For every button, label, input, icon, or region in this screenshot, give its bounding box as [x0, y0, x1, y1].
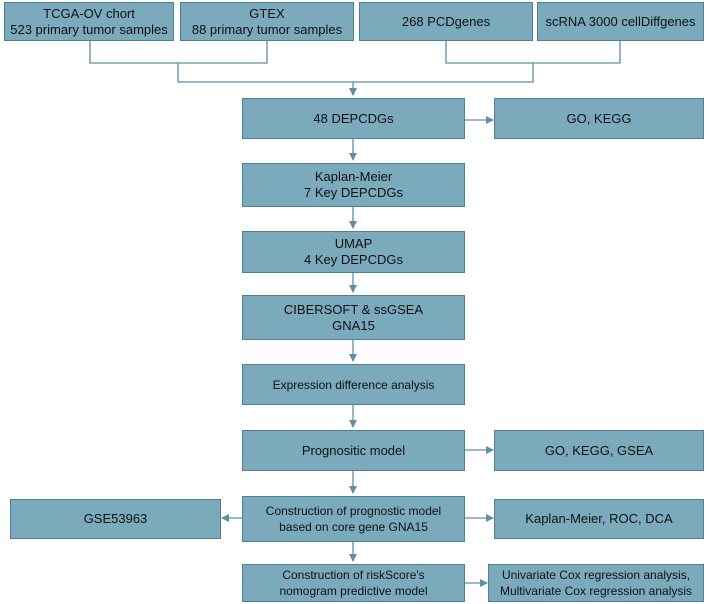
- gtex-line1: GTEX: [249, 5, 285, 21]
- tcga-line2: 523 primary tumor samples: [10, 21, 168, 37]
- depcdgs-48-box: 48 DEPCDGs: [242, 98, 465, 139]
- depcdgs48-line1: 48 DEPCDGs: [313, 110, 394, 126]
- construction-prognostic-model-box: Construction of prognostic model based o…: [242, 496, 465, 542]
- kaplan-meier-7-box: Kaplan-Meier 7 Key DEPCDGs: [242, 163, 465, 207]
- cox-line2: Multivariate Cox regression analysis: [499, 584, 693, 598]
- expr-diff-line1: Expression difference analysis: [272, 377, 435, 392]
- km-roc-dca-line1: Kaplan-Meier, ROC, DCA: [525, 511, 673, 526]
- nomogram-line1: Construction of riskScore's: [282, 568, 425, 582]
- cox-regression-box: Univariate Cox regression analysis, Mult…: [488, 564, 704, 602]
- construct-prog-line1: Construction of prognostic model: [265, 504, 442, 518]
- go-kegg-line1: GO, KEGG: [566, 110, 632, 126]
- merge-tcga-gtex-line: [89, 41, 268, 64]
- cibersoft-line1: CIBERSOFT & ssGSEA: [283, 301, 424, 317]
- expression-difference-box: Expression difference analysis: [242, 364, 465, 405]
- cox-line1: Univariate Cox regression analysis,: [501, 568, 691, 582]
- cibersoft-line2: GNA15: [332, 317, 375, 333]
- construct-prog-line2: based on core gene GNA15: [279, 520, 428, 534]
- go-kegg-gsea-line1: GO, KEGG, GSEA: [544, 442, 654, 458]
- merge-sources-line: [177, 63, 534, 83]
- tcga-ov-cohort-box: TCGA-OV chort 523 primary tumor samples: [4, 2, 174, 41]
- tcga-line1: TCGA-OV chort: [43, 5, 135, 21]
- go-kegg-box: GO, KEGG: [494, 98, 704, 139]
- cibersoft-ssgsea-box: CIBERSOFT & ssGSEA GNA15: [242, 295, 465, 340]
- km-roc-dca-box: Kaplan-Meier, ROC, DCA: [494, 499, 704, 539]
- prog-model-line1: Prognositic model: [301, 442, 406, 458]
- km7-line1: Kaplan-Meier: [314, 169, 393, 184]
- gtex-box: GTEX 88 primary tumor samples: [180, 2, 354, 41]
- pcd-line1: 268 PCDgenes: [401, 13, 491, 29]
- prognostic-model-box: Prognositic model: [242, 430, 465, 471]
- gse-line1: GSE53963: [83, 511, 148, 526]
- umap-4-box: UMAP 4 Key DEPCDGs: [242, 231, 465, 273]
- scrna-line1: scRNA 3000 cellDiffgenes: [545, 13, 696, 29]
- km7-line2: 7 Key DEPCDGs: [304, 185, 403, 200]
- gtex-line2: 88 primary tumor samples: [191, 21, 343, 37]
- nomogram-line2: nomogram predictive model: [279, 584, 428, 598]
- go-kegg-gsea-box: GO, KEGG, GSEA: [494, 430, 704, 471]
- umap4-line2: 4 Key DEPCDGs: [304, 252, 403, 267]
- pcd-genes-box: 268 PCDgenes: [359, 2, 533, 41]
- umap4-line1: UMAP: [334, 236, 373, 251]
- scrna-genes-box: scRNA 3000 cellDiffgenes: [537, 2, 704, 41]
- gse53963-box: GSE53963: [10, 499, 221, 539]
- merge-pcd-scrna-line: [445, 41, 621, 64]
- riskscore-nomogram-box: Construction of riskScore's nomogram pre…: [242, 564, 465, 602]
